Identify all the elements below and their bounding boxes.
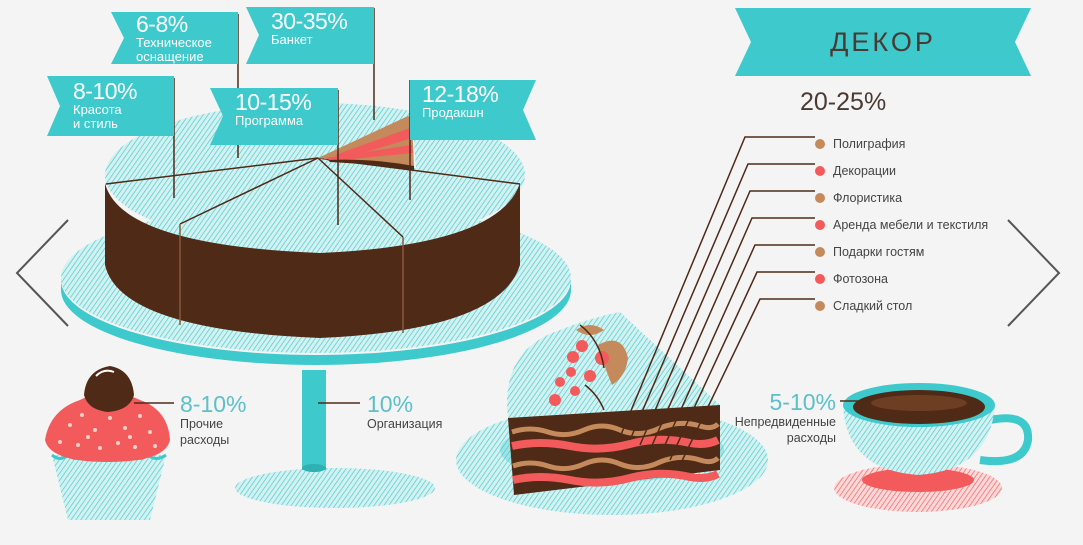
annotation-organization-label: Организация xyxy=(367,417,443,431)
decor-title: ДЕКОР xyxy=(830,26,936,57)
decor-item-dot xyxy=(815,192,825,203)
flag-shapes xyxy=(47,7,536,145)
decor-item: Подарки гостям xyxy=(815,238,988,265)
prev-slide-button[interactable] xyxy=(12,218,72,333)
annotation-organization-pct: 10% xyxy=(367,391,414,417)
decor-item: Фотозона xyxy=(815,265,988,292)
decor-item-label: Полиграфия xyxy=(833,136,906,151)
decor-item-label: Сладкий стол xyxy=(833,298,913,313)
decor-item-dot xyxy=(815,165,825,176)
decor-item-dot xyxy=(815,273,825,284)
decor-item: Полиграфия xyxy=(815,130,988,157)
annotation-other-label-1: Прочие xyxy=(180,417,224,431)
next-slide-button[interactable] xyxy=(1005,218,1065,333)
annotation-unforeseen: 5-10% Непредвиденные расходы xyxy=(726,390,836,446)
decor-banner xyxy=(735,8,1031,76)
annotation-organization: 10% Организация xyxy=(367,392,442,432)
annotation-other-pct: 8-10% xyxy=(180,391,247,417)
chevron-right-icon xyxy=(1007,219,1061,327)
stand-column xyxy=(302,370,326,470)
annotation-other: 8-10% Прочие расходы xyxy=(180,392,246,448)
decor-item-label: Аренда мебели и текстиля xyxy=(833,217,989,232)
decor-item-label: Подарки гостям xyxy=(833,244,925,259)
annotation-unforeseen-pct: 5-10% xyxy=(769,389,836,415)
decor-item-dot xyxy=(815,138,825,149)
decor-leader-lines xyxy=(619,136,815,466)
decor-item-dot xyxy=(815,300,825,311)
cake-cut-slice xyxy=(318,116,414,170)
decor-item-label: Декорации xyxy=(833,163,897,178)
annotation-other-label-2: расходы xyxy=(180,433,230,447)
decor-item-label: Фотозона xyxy=(833,271,888,286)
decor-pct: 20-25% xyxy=(800,88,887,116)
decor-item: Флористика xyxy=(815,184,988,211)
annotation-unforeseen-label-2: расходы xyxy=(786,431,836,445)
stand-base xyxy=(235,468,435,508)
teacup xyxy=(834,383,1033,512)
decor-item: Сладкий стол xyxy=(815,292,988,319)
decor-list: Полиграфия Декорации Флористика Аренда м… xyxy=(815,130,988,319)
chevron-left-icon xyxy=(15,219,69,327)
decor-item: Аренда мебели и текстиля xyxy=(815,211,988,238)
decor-item: Декорации xyxy=(815,157,988,184)
plate-with-slice xyxy=(456,312,768,515)
cupcake xyxy=(45,366,170,520)
cake-side xyxy=(105,183,520,338)
annotation-unforeseen-label-1: Непредвиденные xyxy=(734,415,836,429)
decor-item-label: Флористика xyxy=(833,190,903,205)
decor-item-dot xyxy=(815,246,825,257)
decor-item-dot xyxy=(815,219,825,230)
